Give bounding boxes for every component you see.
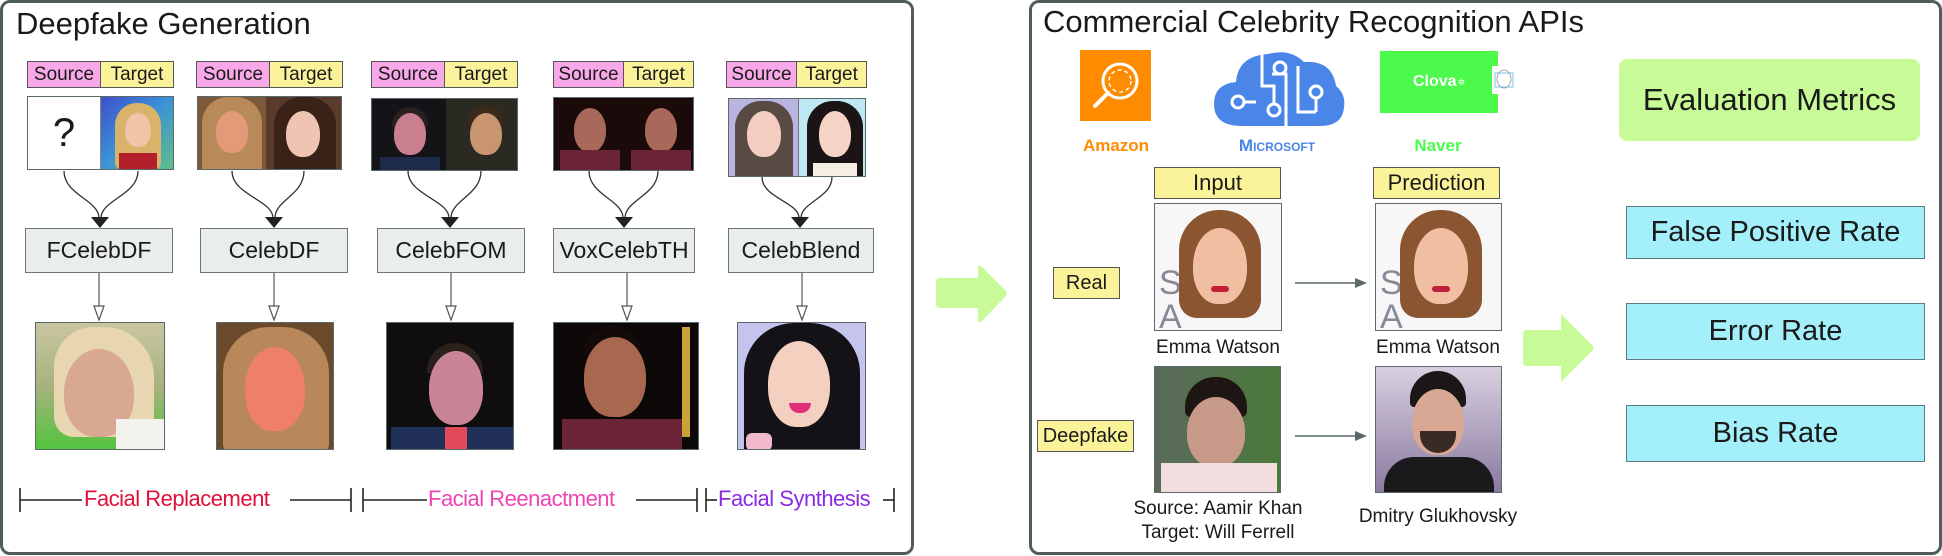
face-detection-icon: [1492, 66, 1516, 94]
generated-face-image: [386, 322, 514, 450]
metric-error-rate: Error Rate: [1626, 303, 1925, 360]
source-image: [729, 99, 798, 176]
dataset-box-fcelebdf: FCelebDF: [25, 228, 173, 273]
merge-arrow-celebfom: [407, 170, 482, 219]
api-name-naver: Naver: [1414, 136, 1462, 155]
dataset-box-celebfom: CelebFOM: [377, 228, 525, 273]
merge-arrow-voxcelebth: [588, 170, 659, 219]
metric-bias-rate: Bias Rate: [1626, 405, 1925, 462]
category-facial-reenactment: Facial Reenactment: [428, 486, 615, 511]
input-image-deepfake: [1154, 366, 1281, 493]
target-label: Target: [269, 61, 343, 88]
flow-connectors: [19, 170, 895, 512]
category-brackets: [19, 488, 895, 512]
merge-arrowhead: [441, 217, 459, 228]
source-label: Source: [553, 61, 624, 88]
source-label: Source: [726, 61, 797, 88]
source-target-image-pair: ?: [27, 96, 174, 170]
merge-arrowhead: [265, 217, 283, 228]
source-target-image-pair: [728, 98, 866, 177]
target-label: Target: [100, 61, 174, 88]
dataset-box-celebdf: CelebDF: [200, 228, 348, 273]
generated-face-image: [553, 322, 699, 450]
question-mark: ?: [52, 110, 76, 155]
api-name-microsoft: Microsoft: [1238, 136, 1316, 155]
target-image: [798, 99, 865, 176]
deepfake-generation-title: Deepfake Generation: [16, 6, 311, 41]
source-target-image-pair: [197, 96, 342, 170]
target-image: [266, 97, 341, 169]
source-image: [372, 99, 445, 170]
source-label: Source: [27, 61, 101, 88]
merge-arrow-celebdf: [231, 170, 305, 219]
deepfake-generation-panel: [0, 0, 914, 555]
amazon-rekognition-icon: [1080, 50, 1151, 121]
source-image-placeholder: ?: [28, 97, 101, 169]
recognition-apis-title: Commercial Celebrity Recognition APIs: [1043, 4, 1584, 39]
clova-logo-text: Clova: [1412, 73, 1457, 90]
prediction-caption-real: Emma Watson: [1376, 337, 1500, 358]
real-label: Real: [1053, 267, 1120, 299]
azure-cognitive-cloud-icon: [1214, 52, 1345, 127]
target-image: [446, 99, 517, 170]
generated-face-image: [737, 322, 866, 450]
evaluation-metrics-header: Evaluation Metrics: [1619, 59, 1920, 141]
input-image-real: S A: [1154, 203, 1282, 331]
category-facial-replacement: Facial Replacement: [84, 486, 270, 511]
merge-arrowhead: [91, 217, 109, 228]
generated-face-image: [35, 322, 165, 450]
down-arrows: [93, 273, 808, 322]
prediction-arrow: [1295, 431, 1367, 441]
input-caption-deepfake-source: Source: Aamir Khan: [1133, 498, 1303, 519]
prediction-caption-deepfake: Dmitry Glukhovsky: [1358, 506, 1518, 527]
generated-face-image: [216, 322, 334, 450]
flow-arrow-right-icon: [936, 265, 1007, 323]
source-label: Source: [196, 61, 270, 88]
target-image: [625, 98, 693, 170]
clova-mark-icon: ✲: [1457, 76, 1466, 87]
dataset-box-voxcelebth: VoxCelebTH: [553, 228, 695, 273]
target-label: Target: [444, 61, 518, 88]
prediction-image-deepfake: [1375, 366, 1502, 493]
merge-arrowhead: [615, 217, 633, 228]
input-caption-deepfake-target: Target: Will Ferrell: [1141, 522, 1295, 543]
api-name-amazon: Amazon: [1082, 136, 1150, 155]
source-image: [198, 97, 266, 169]
source-target-image-pair: [553, 97, 694, 171]
prediction-image-real: S A: [1375, 203, 1502, 331]
source-image: [554, 98, 625, 170]
deepfake-label: Deepfake: [1037, 420, 1134, 452]
input-header: Input: [1154, 167, 1281, 199]
merge-arrow-fcelebdf: [63, 170, 139, 219]
input-caption-real: Emma Watson: [1156, 337, 1280, 358]
merge-arrowhead: [791, 217, 809, 228]
category-facial-synthesis: Facial Synthesis: [718, 486, 871, 511]
source-target-image-pair: [371, 98, 518, 171]
metric-false-positive-rate: False Positive Rate: [1626, 206, 1925, 259]
target-label: Target: [796, 61, 867, 88]
prediction-arrow: [1295, 278, 1367, 288]
flow-arrow-right-icon: [1523, 314, 1594, 382]
clova-logo: Clova ✲: [1380, 51, 1498, 113]
target-image: [101, 97, 173, 169]
prediction-header: Prediction: [1373, 167, 1500, 199]
target-label: Target: [623, 61, 694, 88]
merge-arrow-celebblend: [761, 176, 833, 219]
dataset-box-celebblend: CelebBlend: [728, 228, 874, 273]
